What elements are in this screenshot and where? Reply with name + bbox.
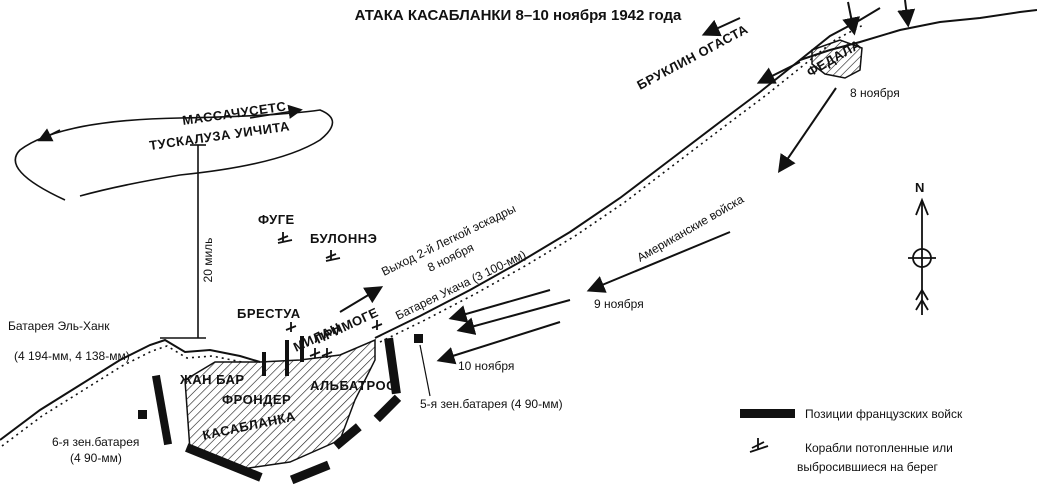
american-advance-arrow-2	[586, 231, 731, 293]
american-troops-label: Американские войска	[635, 192, 747, 265]
track-arrow-2	[249, 104, 303, 119]
fedala-date: 8 ноября	[850, 86, 900, 100]
landing-arrow-1	[842, 1, 861, 36]
nov10-arrow	[436, 321, 561, 365]
legend-french-label: Позиции французских войск	[805, 407, 963, 421]
legend-sunk-icon	[749, 438, 769, 453]
ship-fouge: ФУГЕ	[258, 212, 295, 227]
battery-sixth-guns: (4 90-мм)	[70, 451, 122, 465]
battery-sixth-name: 6-я зен.батарея	[52, 435, 139, 449]
coastline-hatch	[379, 23, 866, 343]
sunk-ship-symbols	[277, 232, 383, 358]
battery-el-hank-guns: (4 194-мм, 4 138-мм)	[14, 349, 130, 363]
coastline-west	[0, 338, 261, 441]
landing-arrow-2	[897, 0, 916, 28]
ship-brestois: БРЕСТУА	[237, 306, 301, 321]
french-positions	[138, 334, 423, 485]
nov9-arrow-2	[456, 299, 571, 335]
sortie-arrow	[339, 286, 384, 313]
battleship-track	[14, 109, 334, 201]
nov9-label: 9 ноября	[594, 297, 644, 311]
distance-marker	[160, 144, 206, 339]
nov10-label: 10 ноября	[458, 359, 514, 373]
jetty-1	[262, 352, 266, 376]
legend-sunk-label-1: Корабли потопленные или	[805, 441, 953, 455]
coastline	[374, 7, 881, 339]
legend-french-swatch	[740, 409, 795, 418]
ship-jean-bart: ЖАН БАР	[179, 372, 245, 387]
american-advance-arrow-1	[777, 87, 837, 173]
compass-rose	[908, 197, 936, 315]
ship-tuscaloosa-wichita: ТУСКАЛУЗА УИЧИТА	[148, 118, 290, 153]
nov9-arrow-1	[448, 289, 551, 323]
battery-fifth: 5-я зен.батарея (4 90-мм)	[420, 397, 563, 411]
track-arrow-1	[37, 128, 61, 142]
legend-sunk-label-2: выбросившиеся на берег	[797, 460, 939, 474]
jetty-2	[285, 340, 289, 376]
ship-boulonnais: БУЛОННЭ	[310, 231, 377, 246]
distance-label: 20 миль	[201, 238, 215, 283]
jetty-3	[300, 336, 304, 362]
ship-brooklyn-augusta: БРУКЛИН ОГАСТА	[634, 21, 750, 92]
ship-frondeur: ФРОНДЕР	[222, 392, 291, 407]
brooklyn-track-2	[756, 61, 801, 84]
ship-albatros: АЛЬБАТРОС	[310, 378, 396, 393]
map-title: АТАКА КАСАБЛАНКИ 8–10 ноября 1942 года	[355, 7, 682, 24]
compass-north-label: N	[915, 180, 925, 195]
brooklyn-track-1	[701, 17, 741, 37]
fedala-town	[811, 39, 863, 79]
battery-fifth-leader	[419, 344, 431, 397]
battery-el-hank-name: Батарея Эль-Ханк	[8, 319, 110, 333]
